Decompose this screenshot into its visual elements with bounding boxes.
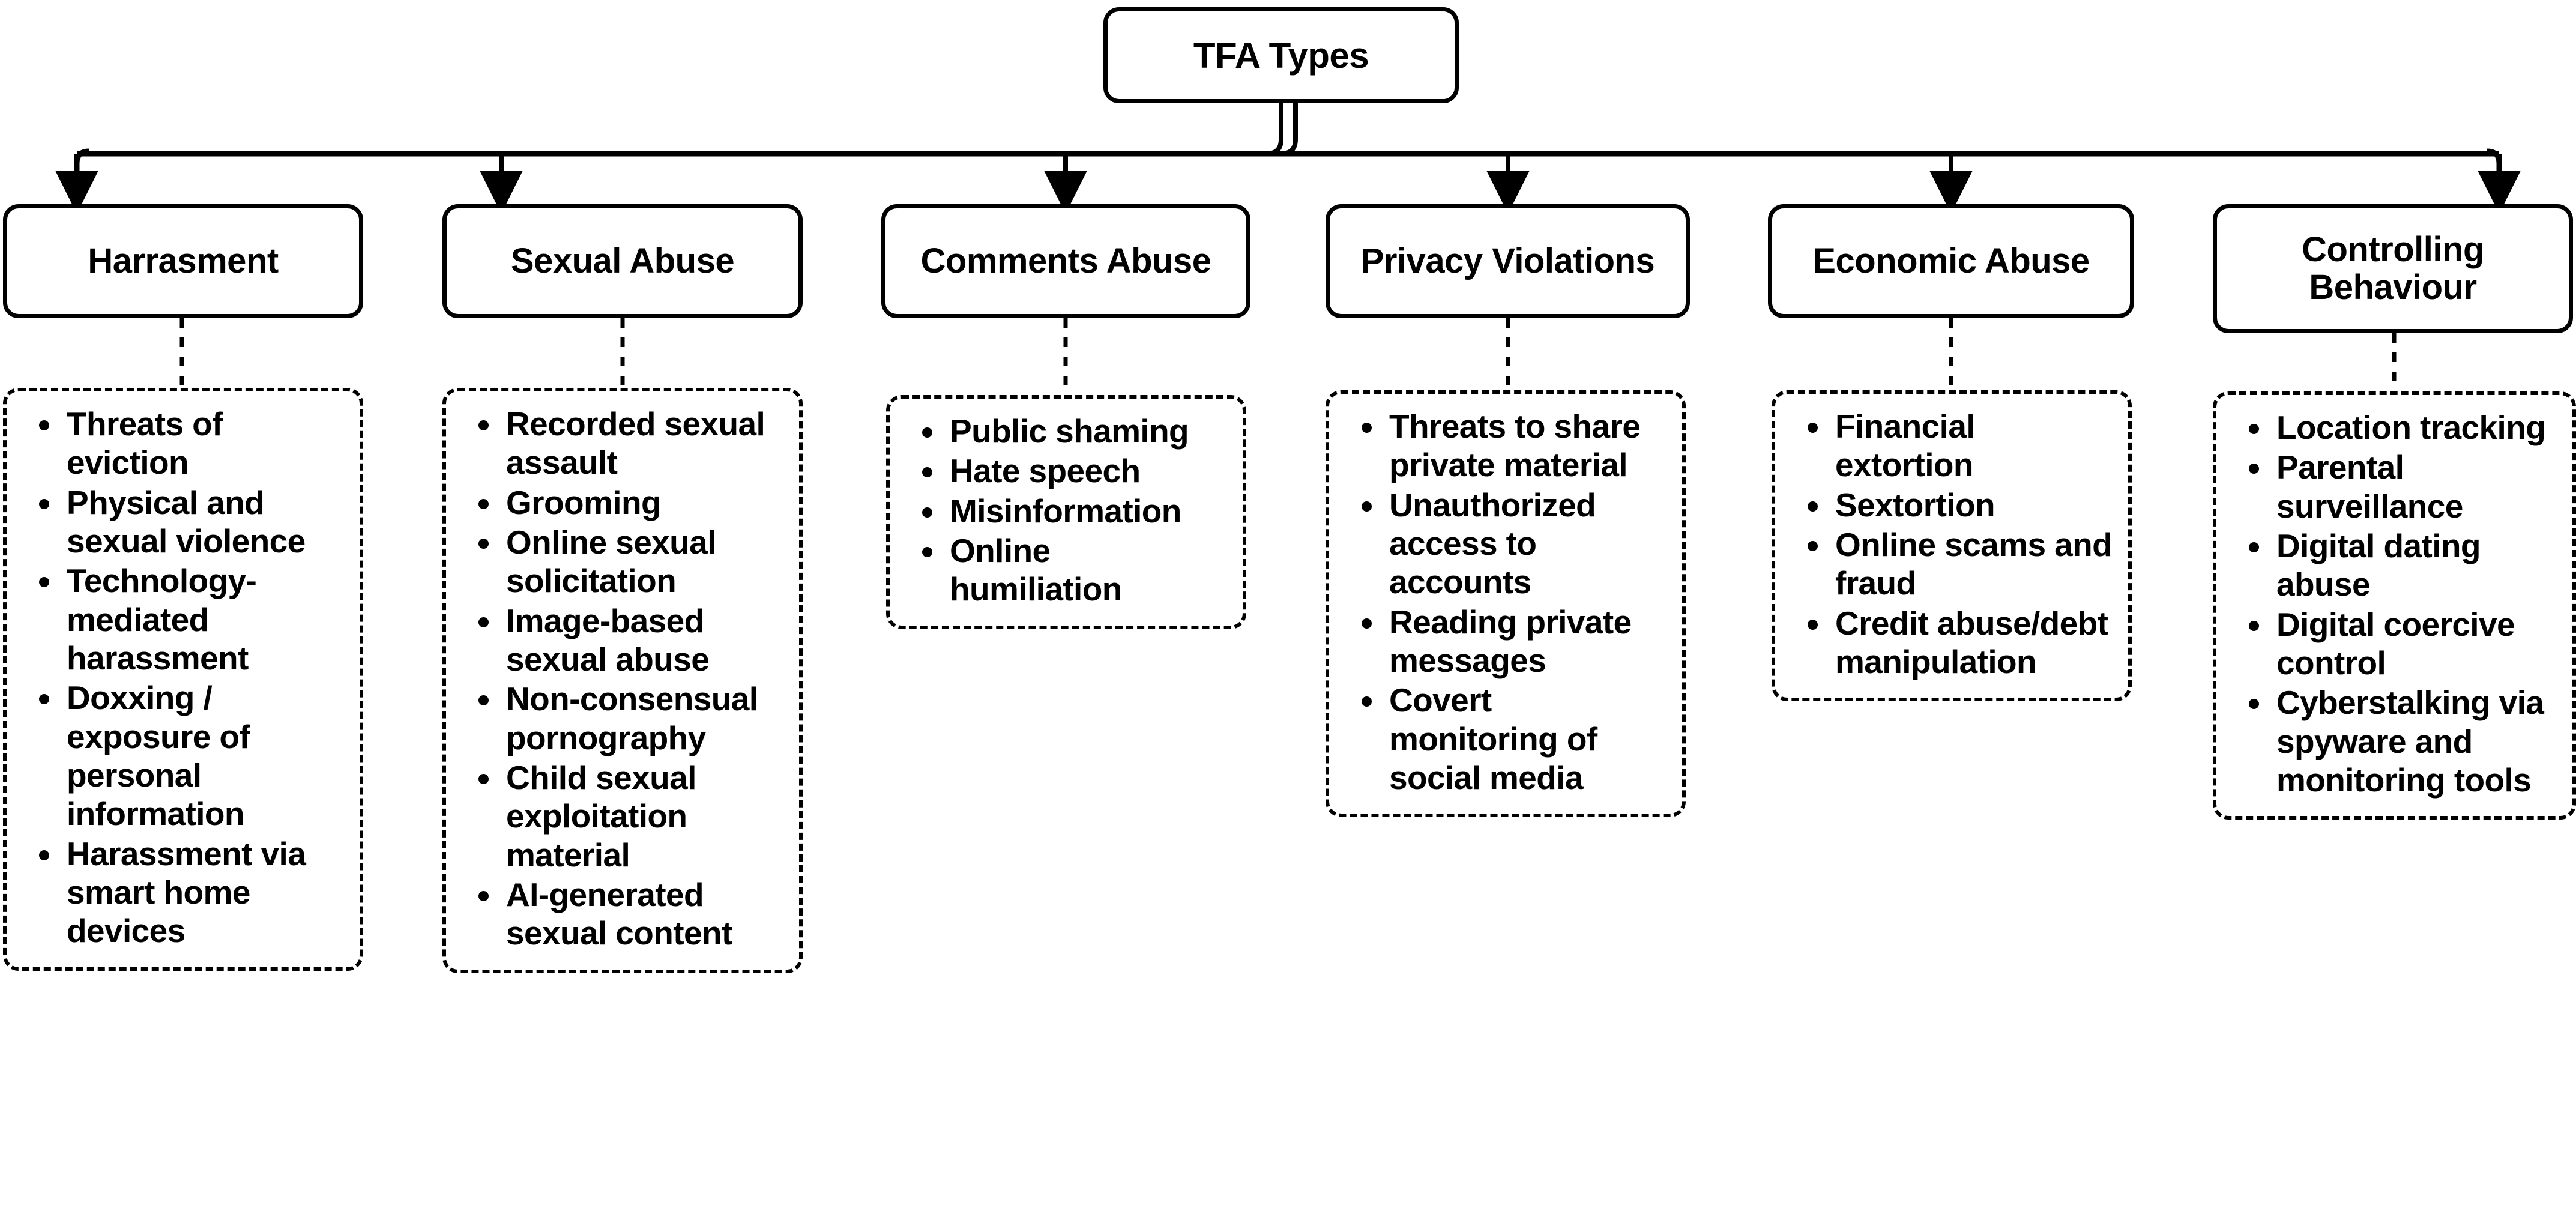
category-column-comments-abuse: Comments Abuse Public shaming Hate speec…	[881, 204, 1250, 629]
list-item: Image-based sexual abuse	[462, 602, 783, 679]
bullet-list: Threats to share private material Unauth…	[1345, 407, 1667, 797]
list-item: AI-generated sexual content	[462, 875, 783, 953]
list-item: Technology-mediated harassment	[22, 561, 344, 677]
category-label: Harrasment	[88, 241, 279, 280]
category-items-sexual-abuse: Recorded sexual assault Grooming Online …	[442, 388, 803, 973]
list-item: Location tracking	[2232, 408, 2557, 447]
category-label: Privacy Violations	[1360, 241, 1655, 280]
list-item: Sextortion	[1791, 486, 2113, 524]
list-item: Threats to share private material	[1345, 407, 1667, 485]
list-item: Online humiliation	[905, 531, 1227, 609]
category-box-economic-abuse[interactable]: Economic Abuse	[1768, 204, 2134, 318]
category-items-harrasment: Threats of eviction Physical and sexual …	[3, 388, 363, 971]
category-label: Sexual Abuse	[510, 241, 735, 280]
category-column-privacy-violations: Privacy Violations Threats to share priv…	[1326, 204, 1690, 818]
list-item: Digital coercive control	[2232, 605, 2557, 683]
list-item: Threats of eviction	[22, 405, 344, 482]
category-column-harrasment: Harrasment Threats of eviction Physical …	[3, 204, 363, 971]
list-item: Misinformation	[905, 492, 1227, 530]
category-column-sexual-abuse: Sexual Abuse Recorded sexual assault Gro…	[442, 204, 803, 973]
category-items-comments-abuse: Public shaming Hate speech Misinformatio…	[886, 395, 1246, 629]
category-label: Controlling Behaviour	[2302, 230, 2484, 307]
list-item: Harassment via smart home devices	[22, 835, 344, 950]
category-box-sexual-abuse[interactable]: Sexual Abuse	[442, 204, 803, 318]
list-item: Doxxing / exposure of personal informati…	[22, 678, 344, 833]
list-item: Online sexual solicitation	[462, 523, 783, 600]
category-label: Economic Abuse	[1812, 241, 2090, 280]
list-item: Recorded sexual assault	[462, 405, 783, 482]
list-item: Parental surveillance	[2232, 448, 2557, 525]
list-item: Hate speech	[905, 451, 1227, 490]
list-item: Online scams and fraud	[1791, 525, 2113, 603]
category-box-controlling-behaviour[interactable]: Controlling Behaviour	[2213, 204, 2573, 333]
bullet-list: Recorded sexual assault Grooming Online …	[462, 405, 783, 953]
bullet-list: Public shaming Hate speech Misinformatio…	[905, 412, 1227, 609]
list-item: Grooming	[462, 483, 783, 522]
root-node-label: TFA Types	[1193, 35, 1369, 76]
bullet-list: Financial extortion Sextortion Online sc…	[1791, 407, 2113, 681]
category-box-comments-abuse[interactable]: Comments Abuse	[881, 204, 1250, 318]
list-item: Public shaming	[905, 412, 1227, 450]
list-item: Physical and sexual violence	[22, 483, 344, 561]
list-item: Child sexual exploitation material	[462, 758, 783, 874]
list-item: Financial extortion	[1791, 407, 2113, 485]
list-item: Unauthorized access to accounts	[1345, 486, 1667, 602]
list-item: Credit abuse/debt manipulation	[1791, 604, 2113, 681]
category-items-controlling-behaviour: Location tracking Parental surveillance …	[2213, 391, 2576, 820]
root-node-tfa-types[interactable]: TFA Types	[1103, 7, 1459, 103]
bullet-list: Threats of eviction Physical and sexual …	[22, 405, 344, 950]
list-item: Cyberstalking via spyware and monitoring…	[2232, 683, 2557, 799]
category-items-privacy-violations: Threats to share private material Unauth…	[1326, 390, 1686, 818]
list-item: Non-consensual pornography	[462, 680, 783, 757]
bullet-list: Location tracking Parental surveillance …	[2232, 408, 2557, 799]
category-column-economic-abuse: Economic Abuse Financial extortion Sexto…	[1768, 204, 2134, 702]
category-box-harrasment[interactable]: Harrasment	[3, 204, 363, 318]
category-label: Comments Abuse	[920, 241, 1211, 280]
list-item: Covert monitoring of social media	[1345, 681, 1667, 797]
category-box-privacy-violations[interactable]: Privacy Violations	[1326, 204, 1690, 318]
category-items-economic-abuse: Financial extortion Sextortion Online sc…	[1772, 390, 2132, 702]
category-column-controlling-behaviour: Controlling Behaviour Location tracking …	[2213, 204, 2576, 820]
list-item: Reading private messages	[1345, 603, 1667, 680]
list-item: Digital dating abuse	[2232, 527, 2557, 604]
